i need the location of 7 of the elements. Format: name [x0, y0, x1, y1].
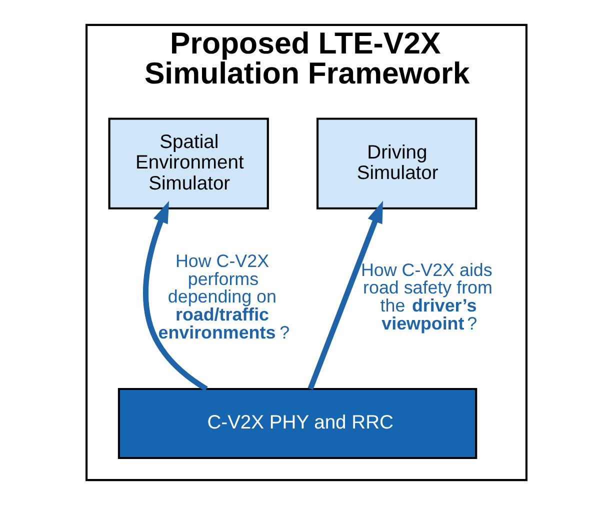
arrow [143, 200, 208, 392]
node-box: Spatial Environment Simulator [108, 118, 269, 210]
node-box: C-V2X PHY and RRC [118, 388, 478, 459]
edge-label: How C-V2X aids road safety from the driver’s viewpoint? [360, 260, 492, 334]
node-box: Driving Simulator [316, 118, 478, 210]
edge-label: How C-V2X performs depending on road/traffic environments? [158, 250, 290, 343]
arrow [308, 200, 383, 390]
